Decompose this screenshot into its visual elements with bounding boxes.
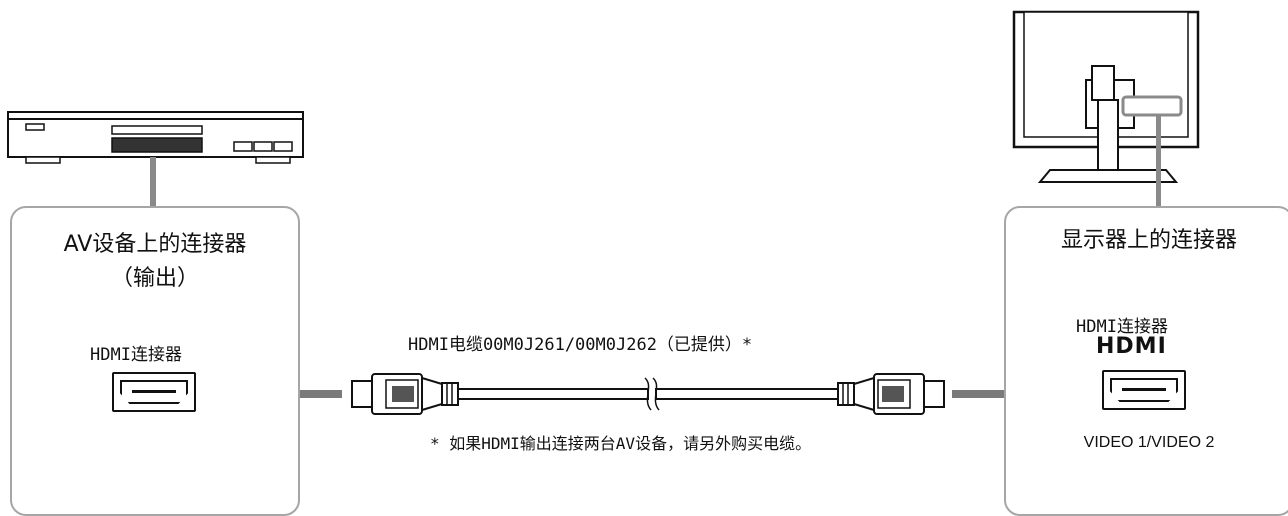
left-panel-title-line1: AV设备上的连接器: [63, 232, 247, 257]
left-connector-label: HDMI连接器: [90, 345, 182, 365]
right-panel-title: 显示器上的连接器: [1060, 228, 1237, 253]
av-stem: [150, 157, 156, 209]
monitor-stem: [1156, 115, 1161, 209]
right-connector-label: HDMI连接器: [1076, 317, 1168, 337]
hdmi-port-icon: [112, 372, 196, 412]
hdmi-cable-icon: [351, 373, 945, 415]
av-player-icon: [7, 111, 304, 164]
left-panel-title-line2: （输出）: [110, 266, 199, 291]
monitor-icon: [1012, 10, 1200, 183]
monitor-connector-panel: 显示器上的连接器 HDMI连接器 HDMI VIDEO 1/VIDEO 2: [1004, 206, 1288, 516]
hdmi-port-icon: [1102, 370, 1186, 410]
video-input-label: VIDEO 1/VIDEO 2: [1083, 434, 1215, 451]
footnote: * 如果HDMI输出连接两台AV设备，请另外购买电缆。: [430, 434, 812, 453]
av-device-connector-panel: AV设备上的连接器 （输出） HDMI连接器: [10, 206, 300, 516]
hdmi-logo-icon: HDMI: [1096, 334, 1167, 359]
cable-label: HDMI电缆00M0J261/00M0J262（已提供）*: [408, 335, 753, 355]
